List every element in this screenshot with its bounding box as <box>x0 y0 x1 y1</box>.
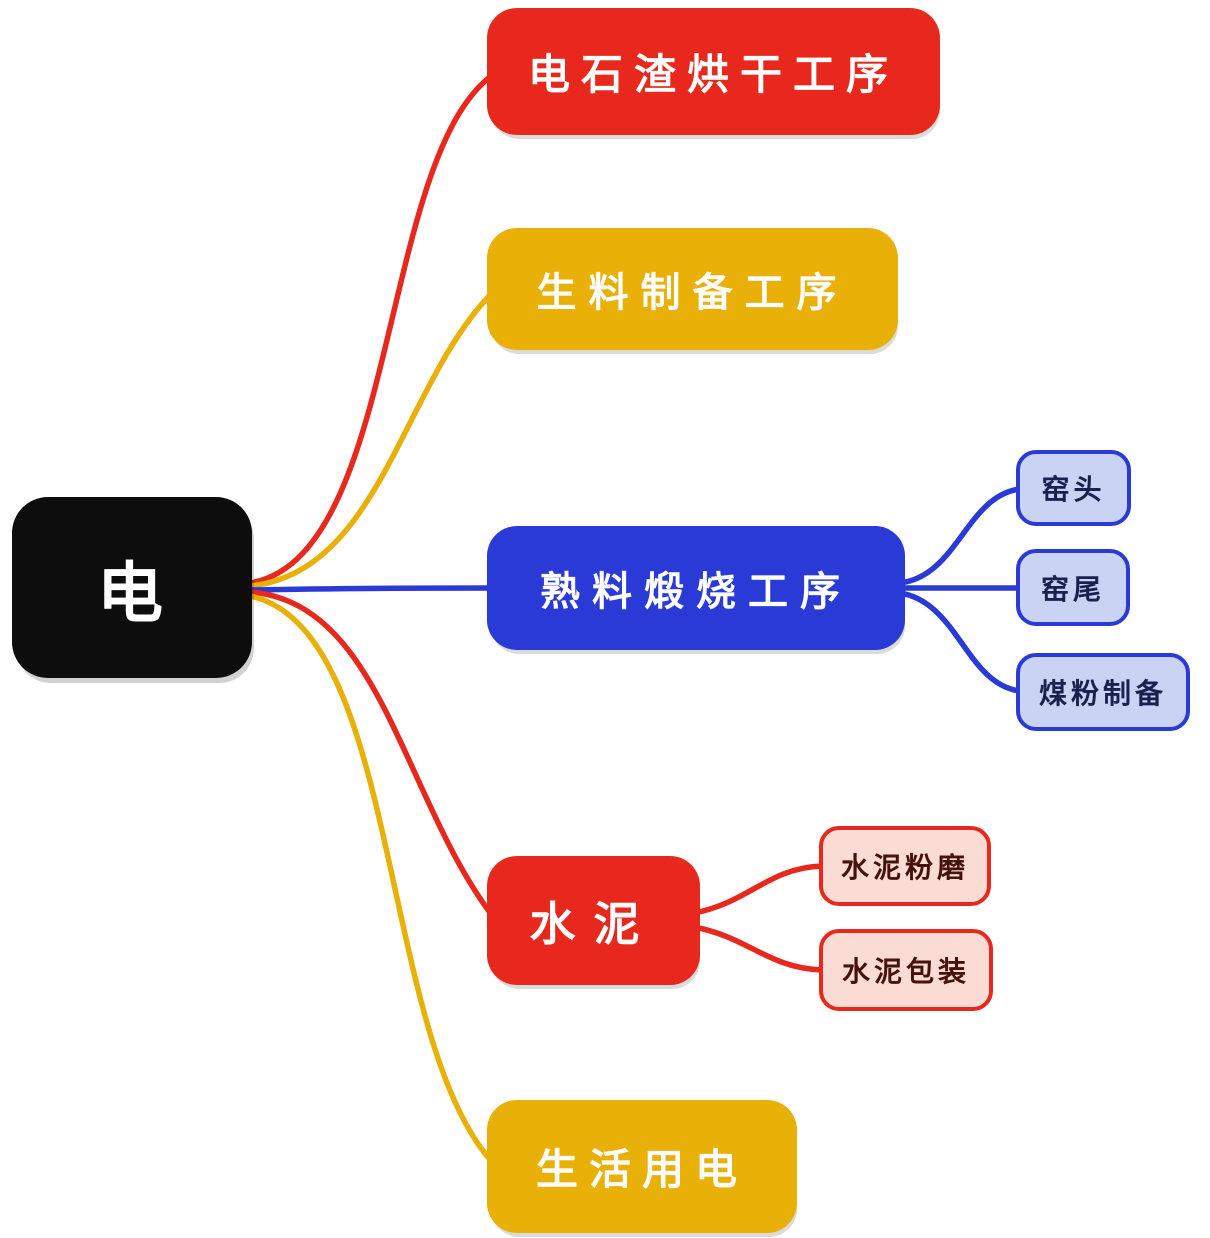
branch-node-domestic-electricity[interactable]: 生活用电 <box>487 1100 797 1233</box>
connector-cement-to-cement-grinding <box>691 863 825 916</box>
child-node-label: 窑尾 <box>1040 572 1105 606</box>
connector-root-to-branch-domestic-electricity <box>247 593 497 1167</box>
connector-root-to-branch-clinker-calcination <box>247 585 497 593</box>
branch-node-label: 生活用电 <box>535 1145 748 1194</box>
branch-node-label: 熟料煅烧工序 <box>540 569 852 615</box>
child-node-label: 窑头 <box>1041 473 1106 506</box>
child-node-label: 水泥包装 <box>841 955 970 988</box>
child-node-label: 水泥粉磨 <box>840 851 969 884</box>
connector-clinker-to-coal-powder-prep <box>897 590 1023 694</box>
child-node-cement-grinding[interactable]: 水泥粉磨 <box>819 826 991 906</box>
branch-node-label: 水泥 <box>529 896 658 951</box>
branch-node-raw-meal-prep[interactable]: 生料制备工序 <box>487 228 898 350</box>
branch-node-carbide-slag-drying[interactable]: 电石渣烘干工序 <box>487 8 940 135</box>
root-node-electricity[interactable]: 电 <box>12 497 252 678</box>
connector-root-to-branch-cement <box>247 589 497 921</box>
branch-node-cement[interactable]: 水泥 <box>487 856 700 985</box>
child-node-cement-packaging[interactable]: 水泥包装 <box>819 929 993 1011</box>
root-node-label: 电 <box>97 554 167 632</box>
connector-clinker-to-kiln-head <box>897 486 1023 586</box>
connector-cement-to-cement-packaging <box>691 924 825 973</box>
child-node-kiln-tail[interactable]: 窑尾 <box>1016 549 1130 626</box>
connector-root-to-branch-carbide-slag-drying <box>247 71 497 586</box>
branch-node-label: 生料制备工序 <box>536 270 849 316</box>
branch-node-label: 电石渣烘干工序 <box>527 50 899 99</box>
connector-root-to-branch-raw-meal-prep <box>247 288 497 589</box>
child-node-label: 煤粉制备 <box>1038 677 1167 710</box>
branch-node-clinker-calcination[interactable]: 熟料煅烧工序 <box>487 526 905 650</box>
child-node-kiln-head[interactable]: 窑头 <box>1016 450 1131 526</box>
child-node-coal-powder-prep[interactable]: 煤粉制备 <box>1016 653 1190 731</box>
